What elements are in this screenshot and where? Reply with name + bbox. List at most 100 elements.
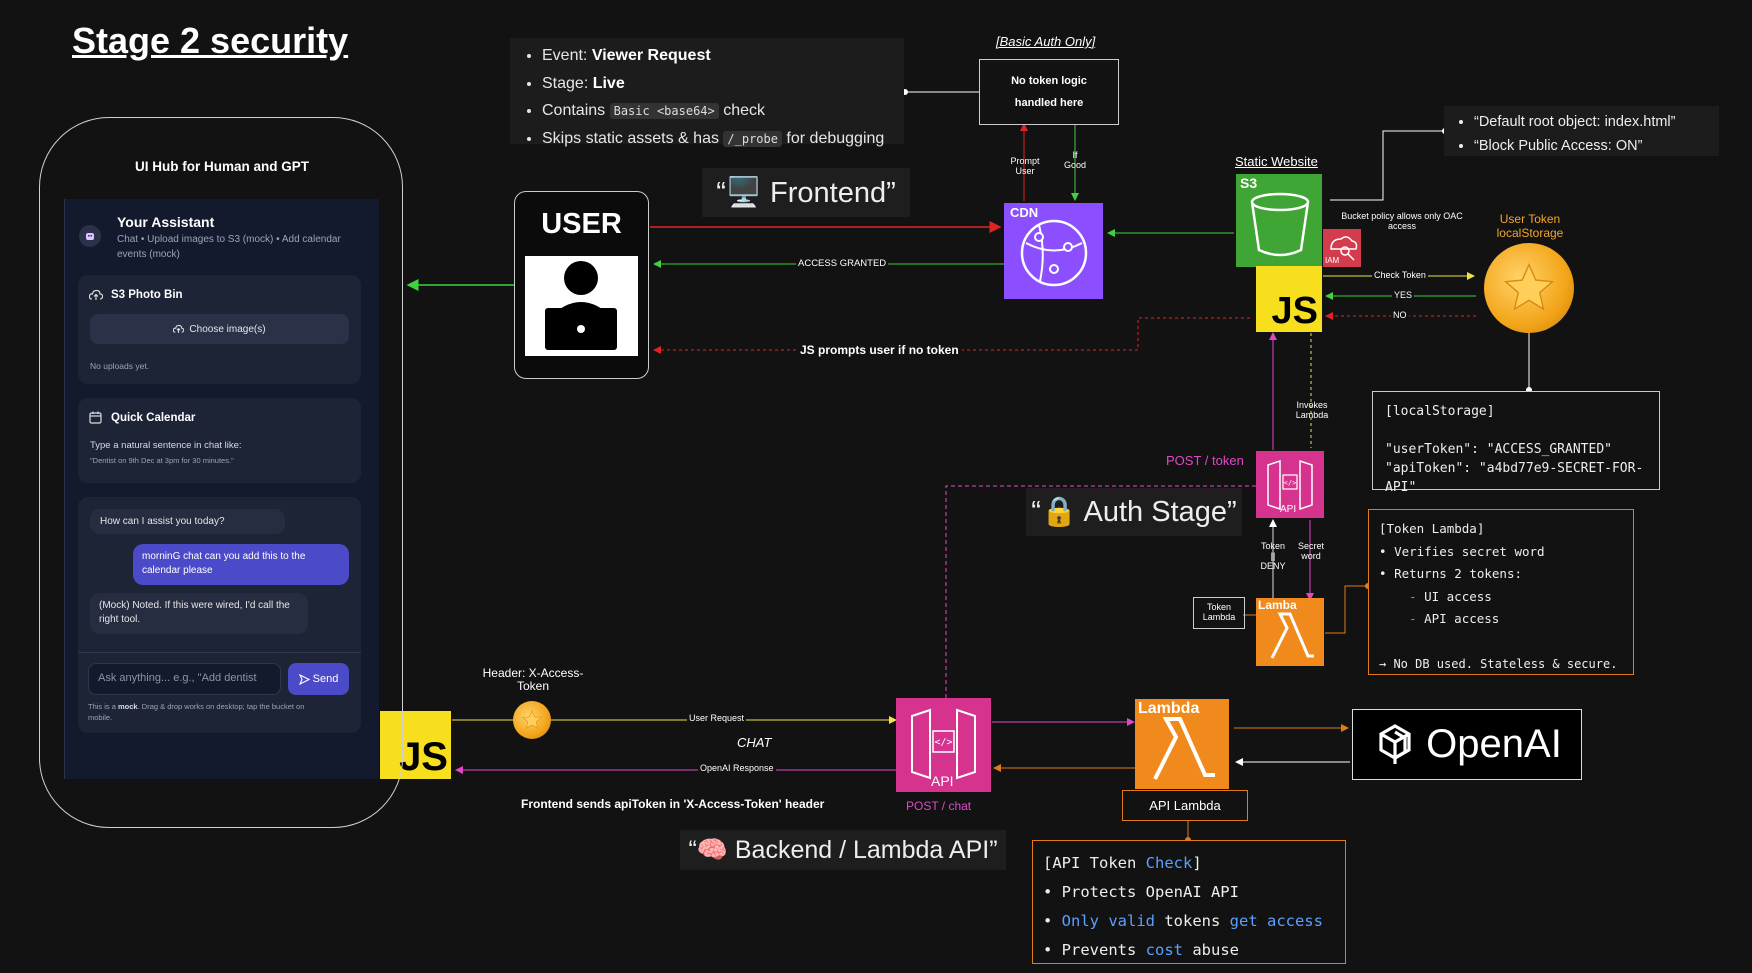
if-good-label: If Good xyxy=(1063,150,1087,170)
basic-auth-caption: [Basic Auth Only] xyxy=(996,34,1096,49)
token-lambda-footer: → No DB used. Stateless & secure. xyxy=(1379,656,1618,671)
openai-logo: OpenAI xyxy=(1352,709,1582,780)
token-lambda-subitem-1: - UI access xyxy=(1409,588,1492,604)
chat-label: CHAT xyxy=(737,735,772,750)
viewer-request-bullet: Contains Basic <base64> check xyxy=(542,97,904,125)
s3-config-notes: “Default root object: index.html”“Block … xyxy=(1444,106,1719,156)
user-node: USER xyxy=(514,191,649,379)
api-lambda-icon: Lambda xyxy=(1135,699,1229,789)
assistant-message-2: (Mock) Noted. If this were wired, I'd ca… xyxy=(90,593,308,634)
user-label: USER xyxy=(541,208,622,240)
api-token-check-line-2: • Only valid tokens get access xyxy=(1043,912,1323,930)
localstorage-box: [localStorage] "userToken": "ACCESS_GRAN… xyxy=(1372,391,1660,495)
check-token-label: Check Token xyxy=(1372,270,1428,281)
js-bottom-label: JS xyxy=(399,735,448,779)
basic-auth-function-box: No token logic handled here xyxy=(979,59,1119,125)
send-label: Send xyxy=(312,673,339,685)
token-lambda-item-2: • Returns 2 tokens: xyxy=(1379,566,1522,581)
send-button[interactable]: Send xyxy=(288,663,349,695)
viewer-request-bullet: Event: Viewer Request xyxy=(542,42,904,70)
token-deny-label: Token || DENY xyxy=(1260,541,1286,571)
openai-response-label: OpenAI Response xyxy=(698,763,776,774)
hub-title: UI Hub for Human and GPT xyxy=(135,159,309,174)
api-token-check-header: [API Token Check] xyxy=(1043,854,1202,872)
page-title: Stage 2 security xyxy=(72,20,349,61)
photo-bin-card: S3 Photo Bin Choose image(s) No uploads … xyxy=(78,275,361,384)
api-token-check-line-3: • Prevents cost abuse xyxy=(1043,941,1239,959)
calendar-hint: Type a natural sentence in chat like: xyxy=(90,440,242,451)
chat-input[interactable]: Ask anything... e.g., "Add dentist xyxy=(88,663,281,695)
token-lambda-box-header: [Token Lambda] xyxy=(1379,521,1485,536)
chat-footer-note: This is a mock. Drag & drop works on des… xyxy=(88,702,305,722)
user-icon xyxy=(525,256,638,356)
header-token-label: Header: X-Access- Token xyxy=(482,666,584,694)
token-coin-icon xyxy=(1484,243,1574,333)
send-icon xyxy=(298,673,310,685)
calendar-example: "Dentist on 9th Dec at 3pm for 30 minute… xyxy=(90,456,234,465)
js-top-label: JS xyxy=(1271,290,1318,332)
api-chat-label: API xyxy=(931,773,954,789)
phone-screen: Your Assistant Chat • Upload images to S… xyxy=(64,199,379,779)
s3-label: S3 xyxy=(1240,175,1258,191)
api-token-check-box: [API Token Check] • Protects OpenAI API … xyxy=(1032,840,1346,964)
phone-frame xyxy=(39,117,403,828)
token-lambda-item-1: • Verifies secret word xyxy=(1379,543,1545,559)
secret-word-label: Secret word xyxy=(1297,541,1324,561)
user-request-label: User Request xyxy=(687,713,747,724)
api-gateway-chat-icon: </> API xyxy=(896,698,991,792)
api-gateway-auth-icon: </> API xyxy=(1256,451,1324,518)
no-label: NO xyxy=(1391,310,1409,321)
chat-divider xyxy=(78,652,361,653)
upload-icon xyxy=(173,324,185,333)
prompt-user-label: Prompt User xyxy=(1010,156,1040,176)
js-client-icon-top: JS xyxy=(1256,266,1322,332)
yes-label: YES xyxy=(1392,290,1415,301)
quick-calendar-title: Quick Calendar xyxy=(111,412,196,424)
api-auth-label: API xyxy=(1280,504,1297,515)
choose-images-label: Choose image(s) xyxy=(189,323,266,335)
viewer-request-bullet: Skips static assets & has /_probe for de… xyxy=(542,125,904,153)
assistant-subtitle: Chat • Upload images to S3 (mock) • Add … xyxy=(117,234,341,260)
access-granted-label: ACCESS GRANTED xyxy=(796,258,889,269)
viewer-request-notes: Event: Viewer RequestStage: LiveContains… xyxy=(510,38,904,147)
invokes-lambda-label: Invokes Lambda xyxy=(1295,400,1329,420)
s3-bucket-icon: S3 xyxy=(1236,174,1322,267)
api-token-check-line-1: • Protects OpenAI API xyxy=(1043,883,1239,901)
assistant-avatar xyxy=(79,225,101,247)
bucket-policy-label: Bucket policy allows only OAC access xyxy=(1341,211,1463,231)
openai-label: OpenAI xyxy=(1426,722,1562,766)
token-lambda-caption: Token Lambda xyxy=(1193,597,1245,629)
token-lambda-subitem-2: - API access xyxy=(1409,611,1500,626)
assistant-title: Your Assistant xyxy=(117,214,215,230)
user-message-1: morninG chat can you add this to the cal… xyxy=(133,544,349,585)
post-chat-label: POST / chat xyxy=(906,799,972,813)
token-lambda-description-box: [Token Lambda] • Verifies secret word • … xyxy=(1368,509,1634,675)
token-lambda-icon: Lamba xyxy=(1256,598,1324,666)
auth-stage-label: “🔒 Auth Stage” xyxy=(1026,488,1242,536)
localstorage-header: [localStorage] xyxy=(1385,404,1495,419)
edge-chat-api-to-auth xyxy=(945,485,1256,698)
lamba-label: Lamba xyxy=(1258,598,1297,612)
backend-section-label: “🧠 Backend / Lambda API” xyxy=(680,830,1006,870)
photo-bin-title: S3 Photo Bin xyxy=(111,289,183,301)
user-token-storage-label: User Token localStorage xyxy=(1496,212,1564,240)
svg-text:</>: </> xyxy=(1284,479,1297,487)
s3-config-note: “Block Public Access: ON” xyxy=(1474,134,1719,158)
localstorage-line-2: "apiToken": "a4bd77e9-SECRET-FOR-API" xyxy=(1385,461,1644,495)
edge-s3-to-notes xyxy=(1330,130,1445,201)
calendar-icon xyxy=(89,411,102,429)
cloudfront-cdn-icon: CDN xyxy=(1004,203,1103,299)
assistant-message-1: How can I assist you today? xyxy=(90,509,285,534)
svg-text:</>: </> xyxy=(934,737,952,748)
localstorage-line-1: "userToken": "ACCESS_GRANTED" xyxy=(1385,442,1612,457)
api-lambda-caption: API Lambda xyxy=(1122,790,1248,821)
chat-card: How can I assist you today? morninG chat… xyxy=(78,497,361,733)
handled-here-text: handled here xyxy=(1014,97,1084,109)
lambda-label: Lambda xyxy=(1138,700,1200,717)
edge-lamba-to-box xyxy=(1325,585,1368,634)
s3-config-note: “Default root object: index.html” xyxy=(1474,110,1719,134)
frontend-section-label: “🖥️ Frontend” xyxy=(702,168,910,217)
choose-images-button[interactable]: Choose image(s) xyxy=(90,314,349,344)
frontend-sends-label: Frontend sends apiToken in 'X-Access-Tok… xyxy=(521,797,825,811)
header-token-coin-icon xyxy=(513,701,551,739)
